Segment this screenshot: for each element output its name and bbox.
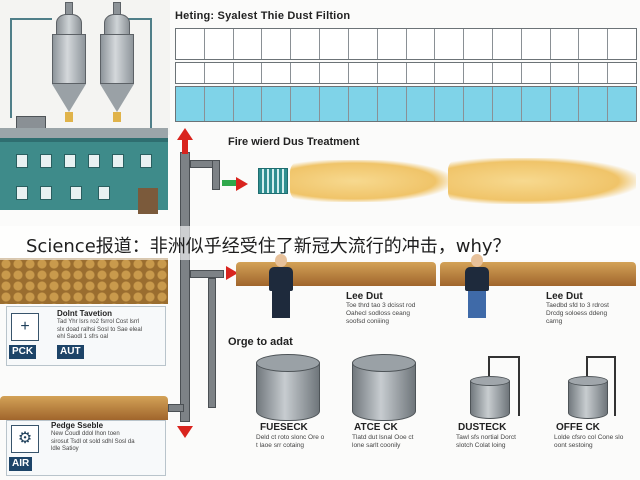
dust-cloud (448, 158, 636, 204)
tag-aut: AUT (57, 345, 84, 359)
banner-headline: Science报道：非洲似乎经受住了新冠大流行的冲击，why？ (26, 236, 511, 257)
filtration-grid-blue (175, 86, 637, 122)
dust-pile (0, 396, 168, 420)
silo-icon (52, 2, 86, 124)
main-pipe (180, 152, 190, 422)
panel-purge-title: Pedge Sseble (51, 421, 104, 430)
panel-purge: ⚙ AIR Pedge Sseble New Coudl ddol lhon t… (6, 420, 166, 476)
unit-4-title: OFFE CK (556, 422, 600, 433)
person-2-body: Taedbd sfd to 3 rdrost Drcdg soloess dde… (546, 302, 609, 325)
tag-air: AIR (9, 457, 33, 471)
filtration-title: Heting: Syalest Thie Dust Filtion (175, 10, 351, 22)
grille-icon (258, 168, 288, 194)
unit-2-body: Tlatd dut lsnal Ooe ct lone sarlt coonil… (352, 434, 414, 449)
person-1-title: Lee Dut (346, 291, 383, 302)
unit-1-body: Deld ct roto slonc Ore o t laoe srr cota… (256, 434, 325, 449)
arrow-down-icon (177, 426, 193, 438)
arrow-right-icon (226, 266, 238, 280)
filtration-grid-mid (175, 62, 637, 84)
unit-2-title: ATCE CK (354, 422, 398, 433)
person-icon (266, 254, 296, 318)
person-1-body: Toe thrd tao 3 dcisst rod Oahecl sodloss… (346, 302, 416, 325)
treatment-title: Fire wierd Dus Treatment (228, 136, 360, 148)
drum-icon (256, 354, 320, 424)
unit-4-body: Lolde cfsro col Cone slo oont sestoing (554, 434, 624, 449)
unit-1-title: FUESECK (260, 422, 308, 433)
silo-icon (100, 2, 134, 124)
panel-control-title: Dolnt Tavetion (57, 309, 112, 318)
arrow-up-icon (177, 128, 193, 140)
building-icon (0, 128, 168, 214)
plus-icon: + (11, 313, 39, 341)
filtration-grid-top (175, 28, 637, 60)
organ-title: Orge to adat (228, 336, 293, 348)
unit-3-title: DUSTECK (458, 422, 507, 433)
person-icon (462, 254, 492, 318)
tag-pck: PCK (9, 345, 37, 359)
pellet-pile (0, 258, 168, 304)
bin-icon (568, 376, 608, 420)
filtration-chart: Heting: Syalest Thie Dust Filtion (175, 8, 640, 126)
silo-area (0, 0, 170, 135)
fan-icon: ⚙ (11, 425, 39, 453)
person-2-title: Lee Dut (546, 291, 583, 302)
dust-cloud (290, 160, 450, 202)
arrow-right-icon (236, 177, 248, 191)
panel-purge-body: New Coudl ddol lhon toen sirosut Tsdl ot… (51, 431, 135, 452)
panel-control: + PCK AUT Dolnt Tavetion Tad Yhr lsrs ro… (6, 306, 166, 366)
drum-icon (352, 354, 416, 424)
unit-3-body: Tawl sfs nortial Dorct slotch Colat loin… (456, 434, 516, 449)
panel-control-body: Tad Yhr lsrs ro2 fsrrol Cost lsrrl slx d… (57, 319, 143, 340)
bin-icon (470, 376, 510, 420)
